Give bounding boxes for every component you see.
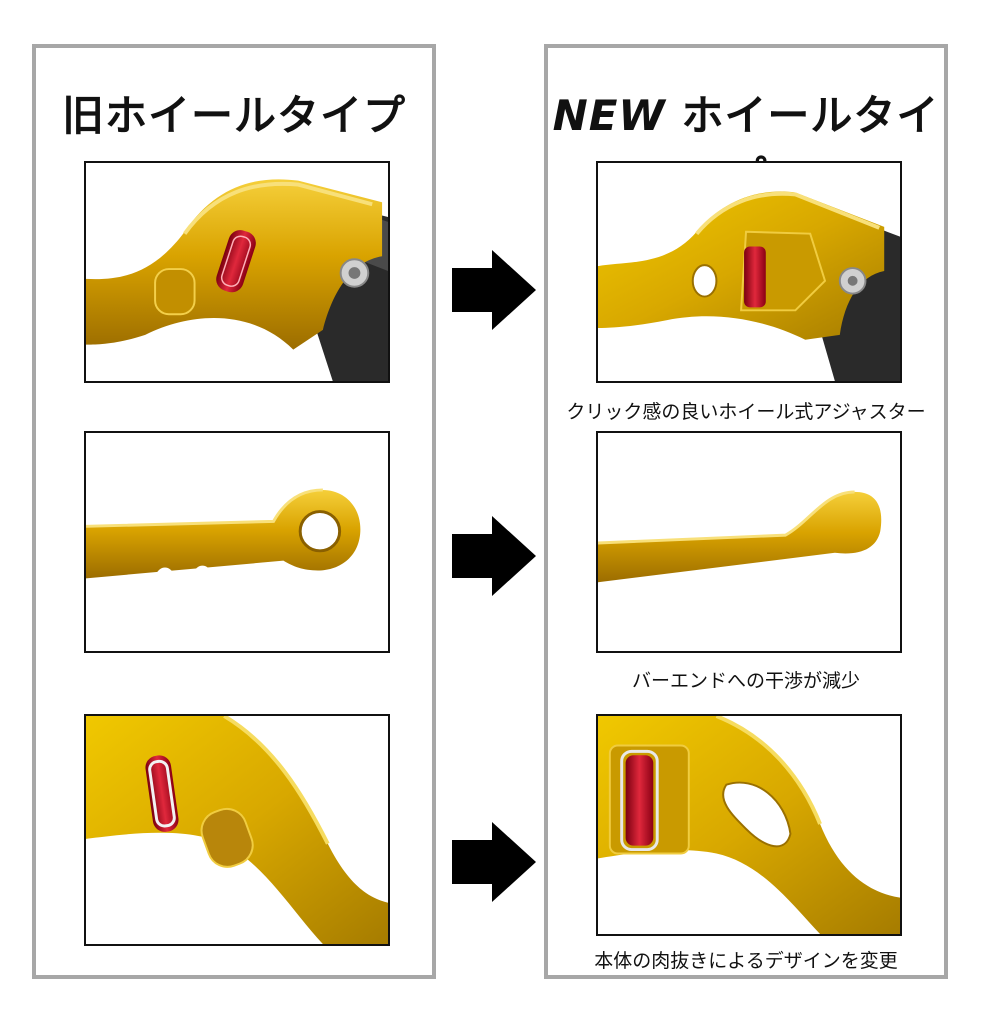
arrow-right-icon <box>452 250 536 330</box>
new-caption-body-design: 本体の肉抜きによるデザインを変更 <box>594 950 898 972</box>
new-caption-wheel-adjuster: クリック感の良いホイール式アジャスター <box>566 401 926 423</box>
old-lever-body-photo <box>84 714 390 946</box>
new-caption-bar-end: バーエンドへの干渉が減少 <box>631 670 860 692</box>
old-type-panel: 旧ホイールタイプ <box>32 44 436 979</box>
new-type-panel: NEW ホイールタイプ クリック感の良いホイール式アジャスター バーエンドへの干… <box>544 44 948 979</box>
new-label: NEW <box>552 91 666 140</box>
new-lever-end-photo <box>596 431 902 653</box>
new-lever-body-photo <box>596 714 902 936</box>
old-lever-adjuster-photo <box>84 161 390 383</box>
new-lever-adjuster-photo <box>596 161 902 383</box>
arrow-right-icon <box>452 516 536 596</box>
old-type-title: 旧ホイールタイプ <box>61 91 406 140</box>
arrow-right-icon <box>452 822 536 902</box>
old-lever-end-photo <box>84 431 390 653</box>
